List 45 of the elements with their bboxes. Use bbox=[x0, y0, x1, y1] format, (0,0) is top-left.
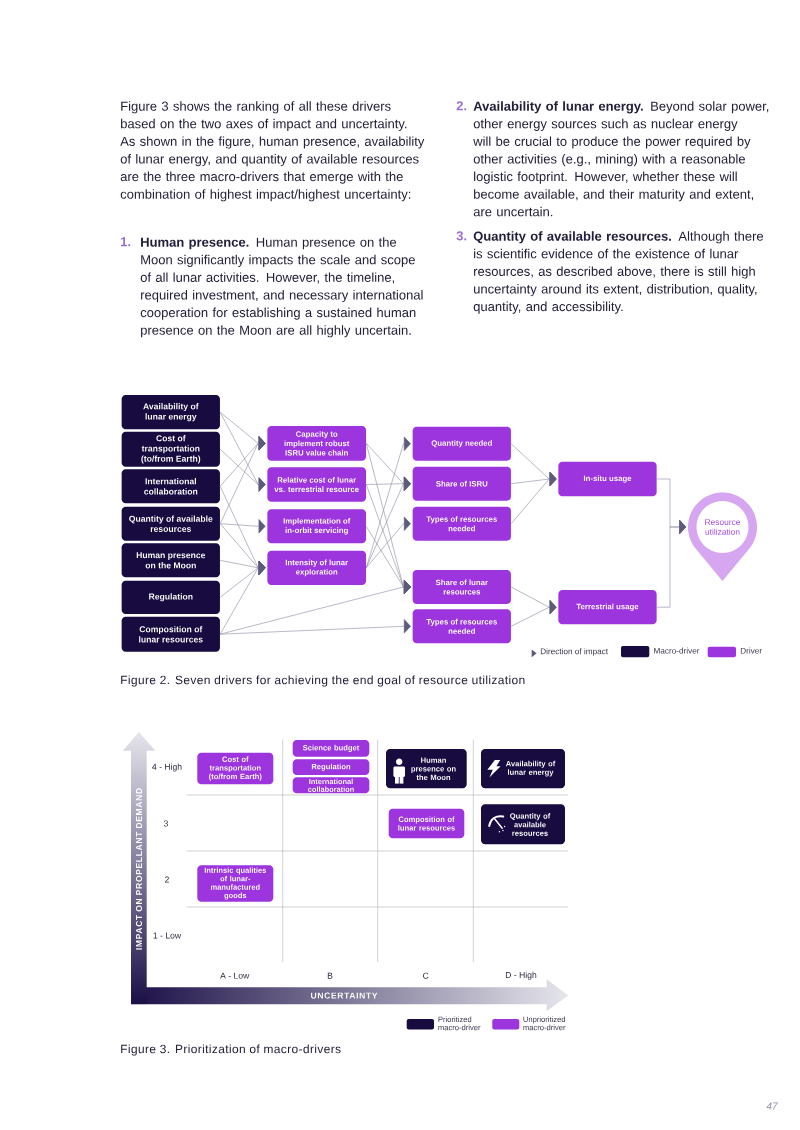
arrow bbox=[219, 436, 266, 524]
arrow bbox=[510, 600, 557, 627]
macro-driver-box: Composition of lunar resources bbox=[121, 616, 220, 652]
node-label: Composition of lunar resources bbox=[139, 625, 203, 643]
list-item-text: Human presence. Human presence on the Moon significantly impacts the scale and scope of all lunar activities. However, the timeline, required investment, and necessary international cooperation for establishing a sustained human presence on the Moon are all highly uncertain. bbox=[140, 237, 423, 338]
macro-driver-box: Cost of transportation (to/from Earth) bbox=[121, 431, 220, 467]
axis-tick-label: 1 - Low bbox=[153, 932, 182, 939]
legend-label: Direction of impact bbox=[540, 648, 608, 656]
axis-title: UNCERTAINTY bbox=[311, 992, 378, 999]
list-number: 2. bbox=[456, 101, 467, 111]
legend-label: Macro-driver bbox=[654, 647, 700, 654]
axis-title: IMPACT ON PROPELLANT DEMAND bbox=[135, 788, 143, 950]
location-pin: Resource utilization bbox=[688, 492, 757, 581]
arrow bbox=[365, 436, 411, 569]
axis-tick-label: 2 bbox=[165, 876, 169, 883]
macro-driver-box: Quantity of available resources bbox=[121, 506, 220, 541]
axis-tick-label: C bbox=[423, 972, 429, 979]
arrow bbox=[219, 448, 266, 492]
node-label: Cost of transportation (to/from Earth) bbox=[141, 435, 201, 464]
arrow bbox=[219, 619, 411, 635]
arrow bbox=[510, 471, 557, 524]
figure-caption: Figure 3. Prioritization of macro-drivers bbox=[121, 1044, 341, 1056]
axis-tick-label: 4 - High bbox=[152, 763, 182, 772]
figure-caption: Figure 2. Seven drivers for achieving the end goal of resource utilization bbox=[121, 675, 525, 687]
arrow bbox=[219, 519, 266, 534]
legend-label: Driver bbox=[740, 647, 762, 654]
page-number: 47 bbox=[766, 1102, 778, 1110]
list-number: 1. bbox=[121, 237, 131, 247]
arrow bbox=[365, 516, 411, 569]
list-number: 3. bbox=[456, 231, 467, 241]
node-label: Availability of lunar energy bbox=[143, 403, 199, 422]
macro-driver-box: Regulation bbox=[121, 580, 220, 614]
body-paragraph: Figure 3 shows the ranking of all these drivers based on the two axes of impact and uncertainty. As shown in the figure, human presence, availability of lunar energy, and quantity of available resources are the three macro-drivers that emerge with the combination of highest impact/highest uncertainty: bbox=[120, 101, 425, 202]
arrow bbox=[656, 519, 687, 608]
macro-driver-box: International collaboration bbox=[121, 469, 220, 504]
axis-tick-label: B bbox=[327, 972, 333, 979]
axis-tick-label: A - Low bbox=[220, 972, 250, 979]
axis-tick-label: D - High bbox=[505, 971, 537, 980]
arrow bbox=[365, 526, 411, 595]
arrow bbox=[219, 560, 266, 635]
list-item-text: Quantity of available resources. Although there is scientific evidence of the existence of lunar resources, as described above, there is still high uncertainty around its extent, distribution, quality, quantity, and accessibility. bbox=[473, 231, 764, 314]
list-item-text: Availability of lunar energy. Beyond solar power, other energy sources such as nuclear energy will be crucial to produce the power required by other activities (e.g., mining) with a reasonable logistic footprint. However, whether these will become available, and their maturity and extent, are uncertain. bbox=[473, 101, 769, 217]
macro-driver-box: Availability of lunar energy bbox=[121, 395, 220, 430]
axis-tick-label: 3 bbox=[163, 820, 168, 827]
macro-driver-box: Human presence on the Moon bbox=[121, 543, 220, 578]
